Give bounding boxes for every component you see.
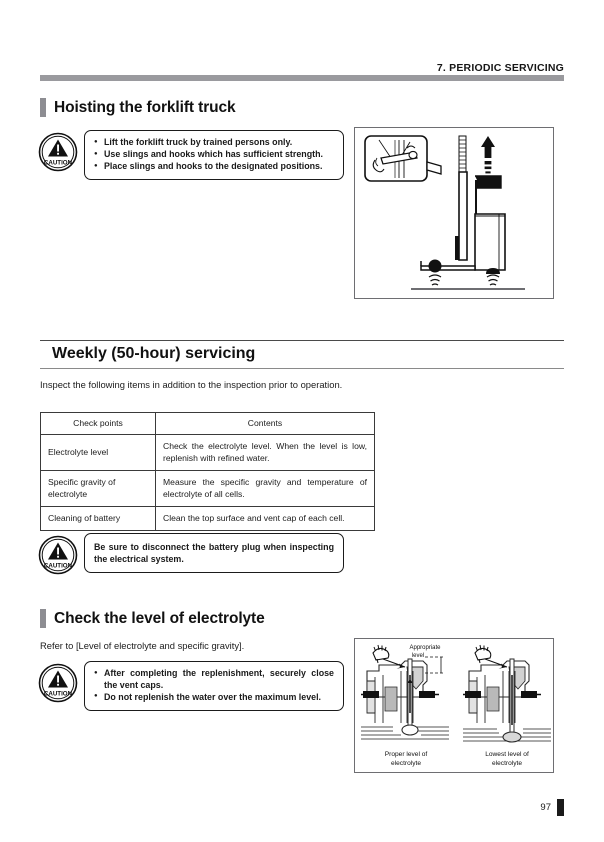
section-heading-weekly: Weekly (50-hour) servicing xyxy=(40,340,564,369)
table-row: Specific gravity of electrolyte Measure … xyxy=(40,470,375,508)
section-heading-electrolyte-label: Check the level of electrolyte xyxy=(54,609,265,627)
header-rule xyxy=(40,75,564,81)
caution-block-electrolyte: CAUTION After completing the replenishme… xyxy=(38,661,348,711)
figure-electrolyte-level: Appropriate level xyxy=(354,638,554,773)
heading-tick-icon xyxy=(40,609,46,628)
caution-icon: CAUTION xyxy=(38,663,78,703)
caution-item: Do not replenish the water over the maxi… xyxy=(94,691,334,704)
caution-item: Use slings and hooks which has sufficien… xyxy=(94,149,334,161)
section-heading-electrolyte: Check the level of electrolyte xyxy=(40,609,265,628)
caution-item: Lift the forklift truck by trained perso… xyxy=(94,137,334,149)
footer-bar-marker xyxy=(557,799,564,816)
section-heading-hoisting-label: Hoisting the forklift truck xyxy=(54,98,236,116)
caution-block-hoisting: CAUTION Lift the forklift truck by train… xyxy=(38,130,348,181)
table-row: Cleaning of battery Clean the top surfac… xyxy=(40,506,375,532)
page-footer: 97 xyxy=(540,799,564,816)
svg-text:CAUTION: CAUTION xyxy=(44,160,73,167)
caution-icon: CAUTION xyxy=(38,535,78,575)
caution-icon: CAUTION xyxy=(38,132,78,172)
table-cell-contents: Clean the top surface and vent cap of ea… xyxy=(155,506,375,532)
caution-text: Be sure to disconnect the battery plug w… xyxy=(94,542,334,564)
chapter-title: 7. PERIODIC SERVICING xyxy=(436,62,564,74)
caution-text-box-electrolyte: After completing the replenishment, secu… xyxy=(84,661,344,711)
table-cell-check-point: Cleaning of battery xyxy=(40,506,156,532)
appropriate-level-label-line1: Appropriate xyxy=(409,645,441,651)
appropriate-level-label-line2: level xyxy=(412,653,424,659)
left-caption-line2: electrolyte xyxy=(391,760,421,767)
table-cell-contents: Check the electrolyte level. When the le… xyxy=(155,434,375,472)
table-cell-contents: Measure the specific gravity and tempera… xyxy=(155,470,375,508)
figure-forklift-hoisting xyxy=(354,127,554,299)
svg-text:CAUTION: CAUTION xyxy=(44,563,73,570)
electrolyte-intro-text: Refer to [Level of electrolyte and speci… xyxy=(40,640,245,651)
table-row: Electrolyte level Check the electrolyte … xyxy=(40,434,375,472)
heading-tick-icon xyxy=(40,98,46,117)
table-header-check-points: Check points xyxy=(40,411,156,436)
caution-text-box-weekly: Be sure to disconnect the battery plug w… xyxy=(84,533,344,573)
left-caption-line1: Proper level of xyxy=(385,751,428,758)
caution-block-weekly: CAUTION Be sure to disconnect the batter… xyxy=(38,533,348,575)
table-cell-check-point: Electrolyte level xyxy=(40,434,156,472)
running-header: 7. PERIODIC SERVICING xyxy=(40,58,564,76)
table-header-contents: Contents xyxy=(155,411,375,436)
page-number: 97 xyxy=(540,802,551,813)
table-cell-check-point: Specific gravity of electrolyte xyxy=(40,470,156,508)
section-heading-hoisting: Hoisting the forklift truck xyxy=(40,98,236,117)
caution-item: Place slings and hooks to the designated… xyxy=(94,161,334,173)
weekly-intro-text: Inspect the following items in addition … xyxy=(40,379,343,390)
section-heading-weekly-label: Weekly (50-hour) servicing xyxy=(52,345,256,362)
caution-item: After completing the replenishment, secu… xyxy=(94,667,334,691)
right-caption-line1: Lowest level of xyxy=(485,751,529,758)
caution-text-box-hoisting: Lift the forklift truck by trained perso… xyxy=(84,130,344,181)
check-points-table: Check points Contents Electrolyte level … xyxy=(40,411,375,532)
table-header-row: Check points Contents xyxy=(40,411,375,436)
svg-text:CAUTION: CAUTION xyxy=(44,691,73,698)
right-caption-line2: electrolyte xyxy=(492,760,522,767)
